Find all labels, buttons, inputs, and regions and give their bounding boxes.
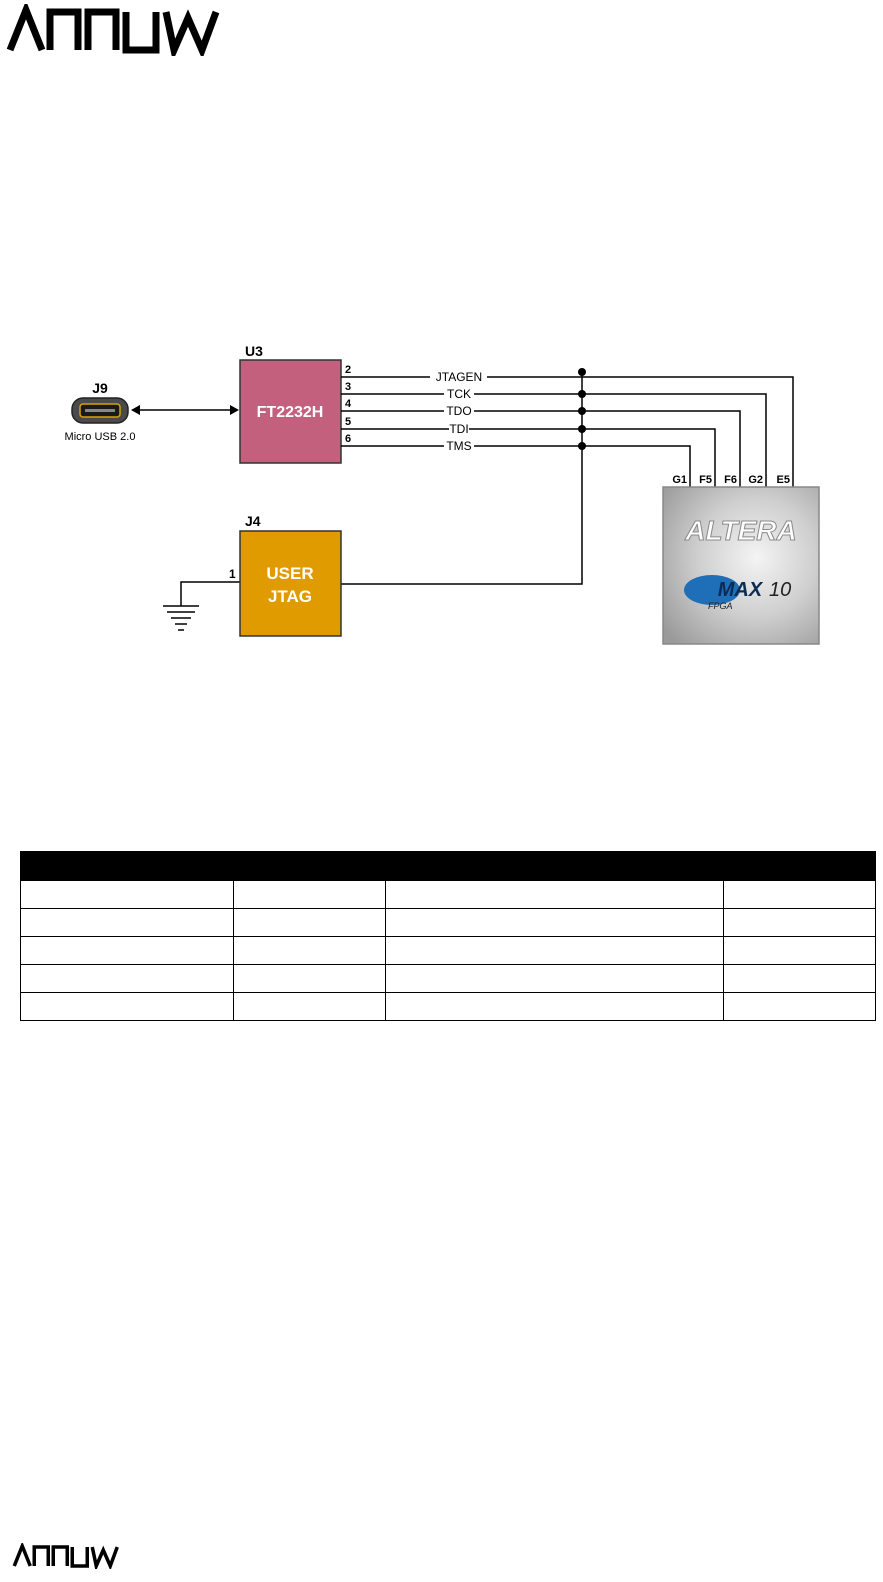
- signal-name: TMS: [446, 439, 471, 453]
- table-cell: [233, 936, 386, 965]
- pin-number: 3: [345, 381, 351, 393]
- trace-tck: [341, 393, 767, 487]
- table-cell: [385, 936, 724, 965]
- fpga-chip-box: [662, 486, 820, 645]
- table-cell: [233, 992, 386, 1021]
- table-cell: [385, 880, 724, 909]
- user-jtag-label-line2: JTAG: [268, 587, 312, 606]
- user-jtag-box: [239, 530, 342, 637]
- ftdi-chip-box: [239, 359, 342, 464]
- signal-name: TDO: [446, 404, 471, 418]
- pin-number: 2: [345, 364, 351, 376]
- pin-number: 6: [345, 433, 351, 445]
- table-header-cell: [233, 851, 386, 881]
- ground-icon: [163, 605, 199, 631]
- table-cell: [723, 880, 876, 909]
- pin-number: 4: [345, 398, 352, 410]
- jtag-ref-label: J4: [245, 513, 261, 529]
- trace-ground: [180, 581, 240, 606]
- fpga-pin-label: G2: [748, 474, 763, 486]
- fpga-family-number: 10: [769, 579, 791, 601]
- ftdi-chip-label: FT2232H: [257, 404, 324, 421]
- table-cell: [385, 992, 724, 1021]
- trace-tdi: [341, 428, 716, 487]
- signal-name: JTAGEN: [436, 370, 482, 384]
- pin-assignment-table: [20, 851, 876, 1021]
- junction-dots: [578, 368, 586, 450]
- table-cell: [20, 936, 234, 965]
- table-header-cell: [20, 851, 234, 881]
- signal-name: TCK: [447, 387, 471, 401]
- micro-usb-connector-icon: [71, 397, 129, 424]
- trace-tms: [341, 445, 691, 487]
- table-cell: [233, 908, 386, 937]
- table-cell: [723, 992, 876, 1021]
- pin-number: 5: [345, 416, 351, 428]
- fpga-family-label: MAX: [718, 579, 764, 601]
- arrow-logo-header: [6, 4, 220, 56]
- table-cell: [723, 936, 876, 965]
- arrowhead-left-icon: [131, 405, 140, 415]
- table-cell: [20, 908, 234, 937]
- ftdi-ref-label: U3: [245, 343, 263, 359]
- table-row: [20, 992, 876, 1021]
- fpga-pin-label: E5: [777, 474, 790, 486]
- fpga-pin-label: F6: [724, 474, 737, 486]
- fpga-pin-label: F5: [699, 474, 712, 486]
- max10-logo: MAX 10 FPGA: [684, 575, 791, 611]
- table-cell: [385, 964, 724, 993]
- usb-label: Micro USB 2.0: [65, 431, 136, 443]
- jtag-block-diagram: J9 Micro USB 2.0 U3 FT2232H: [65, 343, 820, 645]
- table-cell: [20, 880, 234, 909]
- table-row: [20, 936, 876, 965]
- trace-jtagen: [341, 376, 794, 487]
- table-row: [20, 880, 876, 909]
- fpga-type-label: FPGA: [708, 601, 733, 611]
- table-header-cell: [723, 851, 876, 881]
- table-cell: [723, 908, 876, 937]
- user-jtag-label-line1: USER: [266, 564, 313, 583]
- table-cell: [723, 964, 876, 993]
- table-row: [20, 908, 876, 937]
- arrowhead-right-icon: [230, 405, 239, 415]
- table-header-row: [20, 851, 876, 881]
- table-cell: [20, 964, 234, 993]
- table-row: [20, 964, 876, 993]
- trace-tdo: [341, 410, 741, 487]
- table-cell: [20, 992, 234, 1021]
- arrow-logo-footer: [12, 1543, 119, 1569]
- table-cell: [233, 880, 386, 909]
- table-header-cell: [385, 851, 724, 881]
- fpga-pin-label: G1: [672, 474, 687, 486]
- usb-ref-label: J9: [92, 380, 108, 396]
- fpga-brand-logo: ALTERA: [684, 515, 796, 546]
- table-cell: [233, 964, 386, 993]
- signal-name: TDI: [449, 422, 468, 436]
- table-cell: [385, 908, 724, 937]
- jtag-pin-number: 1: [229, 567, 236, 581]
